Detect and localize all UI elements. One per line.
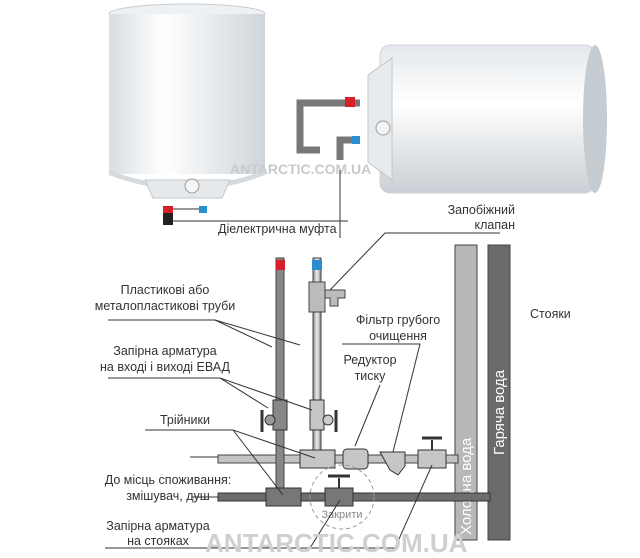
label-shutoff-inlet-2: на вході і виході ЕВАД [100,360,231,374]
label-reducer-1: Редуктор [343,353,396,367]
watermark-top: ANTARCTIC.COM.UA [230,161,371,177]
hot-outlet-icon [163,206,173,213]
tee-cold-icon [299,449,336,469]
tee-hot-icon [265,487,302,507]
cold-inlet-icon [199,206,207,213]
label-dielectric-coupling: Діелектрична муфта [218,222,337,236]
thermostat-knob-icon [375,120,391,136]
label-safety-valve-1: Запобіжний [448,203,515,217]
label-pipes-2: металопластикові труби [95,299,236,313]
pressure-reducer-icon [342,448,369,470]
close-highlight-circle [309,464,375,530]
label-consumption-2: змішувач, душ [126,489,210,503]
coarse-filter-icon [379,451,406,476]
hot-supply-pipe [217,492,491,502]
watermark-bottom: ANTARCTIC.COM.UA [205,528,468,558]
label-pipes-1: Пластикові або [121,283,210,297]
riser-hot-shutoff-valve-icon [324,474,354,507]
shutoff-valve-hot-icon [260,399,288,432]
label-cold-water: Холодна вода [458,437,475,535]
label-safety-valve-2: клапан [475,218,516,232]
label-hot-water: Гаряча вода [491,369,508,455]
vertical-water-heater [108,3,266,225]
label-shutoff-risers-2: на стояках [127,534,190,548]
label-shutoff-inlet-1: Запірна арматура [113,344,216,358]
label-reducer-2: тиску [355,369,387,383]
dielectric-coupling-icon [163,213,173,225]
shutoff-valve-cold-icon [309,399,338,432]
cold-supply-pipe [217,454,459,464]
label-shutoff-risers-1: Запірна арматура [106,519,209,533]
safety-valve-icon [324,289,346,307]
label-consumption-1: До місць споживання: [105,473,231,487]
label-filter-1: Фільтр грубого [356,313,440,327]
label-close: Закрити [321,509,362,521]
riser-cold: Холодна вода [454,244,478,541]
riser-hot: Гаряча вода [487,244,511,541]
label-filter-2: очищення [369,329,427,343]
label-tees: Трійники [160,413,210,427]
riser-cold-shutoff-valve-icon [417,436,447,469]
thermostat-knob-icon [184,178,200,194]
horizontal-water-heater [296,44,607,194]
label-risers: Стояки [530,307,571,321]
